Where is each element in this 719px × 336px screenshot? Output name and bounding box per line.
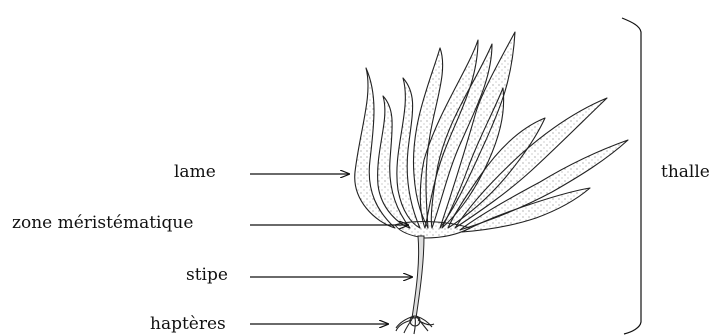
label-thalle: thalle bbox=[661, 164, 710, 181]
label-lame: lame bbox=[174, 164, 216, 181]
label-stipe: stipe bbox=[186, 267, 228, 284]
label-zone-meristematique: zone méristématique bbox=[12, 215, 193, 232]
kelp-blades bbox=[355, 32, 628, 232]
label-hapteres: haptères bbox=[150, 316, 226, 333]
holdfast bbox=[396, 316, 434, 334]
thalle-bracket bbox=[622, 18, 641, 334]
stipe-stem bbox=[412, 236, 424, 318]
